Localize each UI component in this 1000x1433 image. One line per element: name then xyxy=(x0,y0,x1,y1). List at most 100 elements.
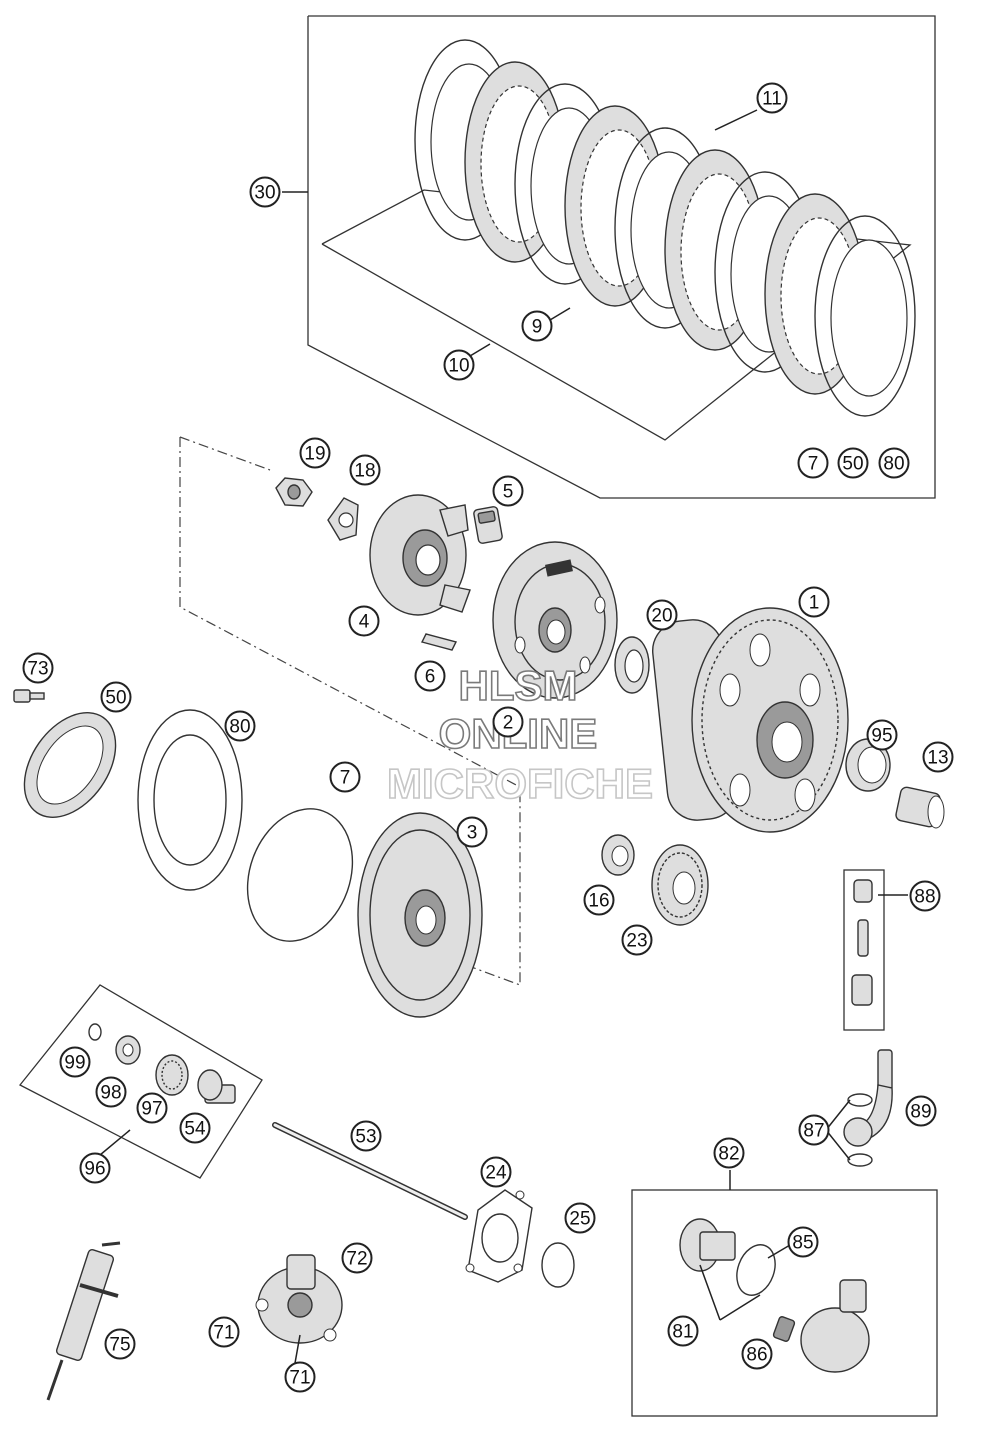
callout-19: 19 xyxy=(299,437,331,469)
callout-81: 81 xyxy=(667,1315,699,1347)
callout-label: 13 xyxy=(927,748,948,769)
repair-kit-frame xyxy=(631,1170,938,1417)
callout-circle xyxy=(59,1046,91,1078)
callout-circle xyxy=(95,1076,127,1108)
callout-circle xyxy=(456,816,488,848)
push-rod-part xyxy=(272,1122,468,1220)
callout-circle xyxy=(100,681,132,713)
callout-label: 80 xyxy=(229,717,250,738)
needle-bearing-part xyxy=(845,738,891,792)
disc-kit-frame xyxy=(282,15,936,499)
callout-label: 4 xyxy=(359,612,370,633)
callout-circle xyxy=(224,710,256,742)
clutch-basket-part xyxy=(652,607,849,833)
callout-label: 23 xyxy=(626,931,647,952)
callout-circle xyxy=(443,349,475,381)
callout-73: 73 xyxy=(22,652,54,684)
callout-label: 1 xyxy=(809,593,820,614)
callout-18: 18 xyxy=(349,454,381,486)
callout-53: 53 xyxy=(350,1120,382,1152)
callout-label: 86 xyxy=(746,1345,767,1366)
callout-label: 50 xyxy=(842,454,863,475)
callout-50: 50 xyxy=(100,681,132,713)
callout-82: 82 xyxy=(713,1137,745,1169)
callout-label: 7 xyxy=(340,768,351,789)
callout-89: 89 xyxy=(905,1095,937,1127)
callout-99: 99 xyxy=(59,1046,91,1078)
clutch-plate-stack xyxy=(414,39,916,417)
callout-circle xyxy=(22,652,54,684)
callout-4: 4 xyxy=(348,605,380,637)
callout-circle xyxy=(208,1316,240,1348)
callout-25: 25 xyxy=(564,1202,596,1234)
callout-label: 98 xyxy=(100,1083,121,1104)
callout-label: 87 xyxy=(803,1121,824,1142)
callout-9: 9 xyxy=(521,310,553,342)
callout-circle xyxy=(837,447,869,479)
syringe-part xyxy=(46,1241,121,1401)
callout-label: 71 xyxy=(289,1368,310,1389)
callout-label: 96 xyxy=(84,1159,105,1180)
friction-disc-part xyxy=(137,709,243,891)
callout-circle xyxy=(104,1328,136,1360)
callout-98: 98 xyxy=(95,1076,127,1108)
callout-24: 24 xyxy=(480,1156,512,1188)
bushing-part xyxy=(895,786,945,829)
callout-circle xyxy=(667,1315,699,1347)
callout-label: 9 xyxy=(532,317,543,338)
callout-label: 5 xyxy=(503,482,514,503)
callout-label: 24 xyxy=(485,1163,507,1184)
collar-part xyxy=(601,834,635,876)
callout-circle xyxy=(878,447,910,479)
callout-label: 88 xyxy=(914,887,935,908)
callout-71: 71 xyxy=(208,1316,240,1348)
callout-label: 72 xyxy=(346,1249,367,1270)
callout-label: 6 xyxy=(425,667,436,688)
hub-group-frame xyxy=(179,436,521,986)
callout-circle xyxy=(909,880,941,912)
callout-circle xyxy=(583,884,615,916)
callout-label: 73 xyxy=(27,659,48,680)
callout-80: 80 xyxy=(878,447,910,479)
callout-label: 82 xyxy=(718,1144,739,1165)
callout-circle xyxy=(349,454,381,486)
callout-circle xyxy=(564,1202,596,1234)
callout-label: 20 xyxy=(651,606,672,627)
callout-2: 2 xyxy=(492,706,524,738)
callout-circle xyxy=(329,761,361,793)
callout-circle xyxy=(284,1361,316,1393)
callout-label: 7 xyxy=(808,454,819,475)
callout-circle xyxy=(492,475,524,507)
callout-86: 86 xyxy=(741,1338,773,1370)
callout-circle xyxy=(797,447,829,479)
callout-circle xyxy=(79,1152,111,1184)
callout-23: 23 xyxy=(621,924,653,956)
clutch-hub-part xyxy=(492,541,618,699)
callout-label: 19 xyxy=(304,444,325,465)
callout-label: 99 xyxy=(64,1053,85,1074)
callout-circle xyxy=(798,1114,830,1146)
callout-circle xyxy=(621,924,653,956)
callout-54: 54 xyxy=(179,1112,211,1144)
callout-label: 80 xyxy=(883,454,904,475)
callout-20: 20 xyxy=(646,599,678,631)
callout-circle xyxy=(756,82,788,114)
callout-label: 10 xyxy=(448,356,469,377)
leader-lines xyxy=(291,109,851,1381)
callout-label: 54 xyxy=(184,1119,206,1140)
lock-washer-part xyxy=(327,497,359,541)
callout-label: 89 xyxy=(910,1102,931,1123)
callout-label: 30 xyxy=(254,183,275,204)
slave-cylinder-part xyxy=(255,1254,343,1344)
callout-circle xyxy=(905,1095,937,1127)
callout-circle xyxy=(179,1112,211,1144)
wire-ring-part xyxy=(246,808,354,942)
callout-95: 95 xyxy=(866,719,898,751)
callout-label: 97 xyxy=(141,1099,162,1120)
callout-circle xyxy=(787,1226,819,1258)
callout-circle xyxy=(480,1156,512,1188)
callout-circle xyxy=(741,1338,773,1370)
callout-50: 50 xyxy=(837,447,869,479)
fitting-kit-frame xyxy=(843,869,908,1031)
